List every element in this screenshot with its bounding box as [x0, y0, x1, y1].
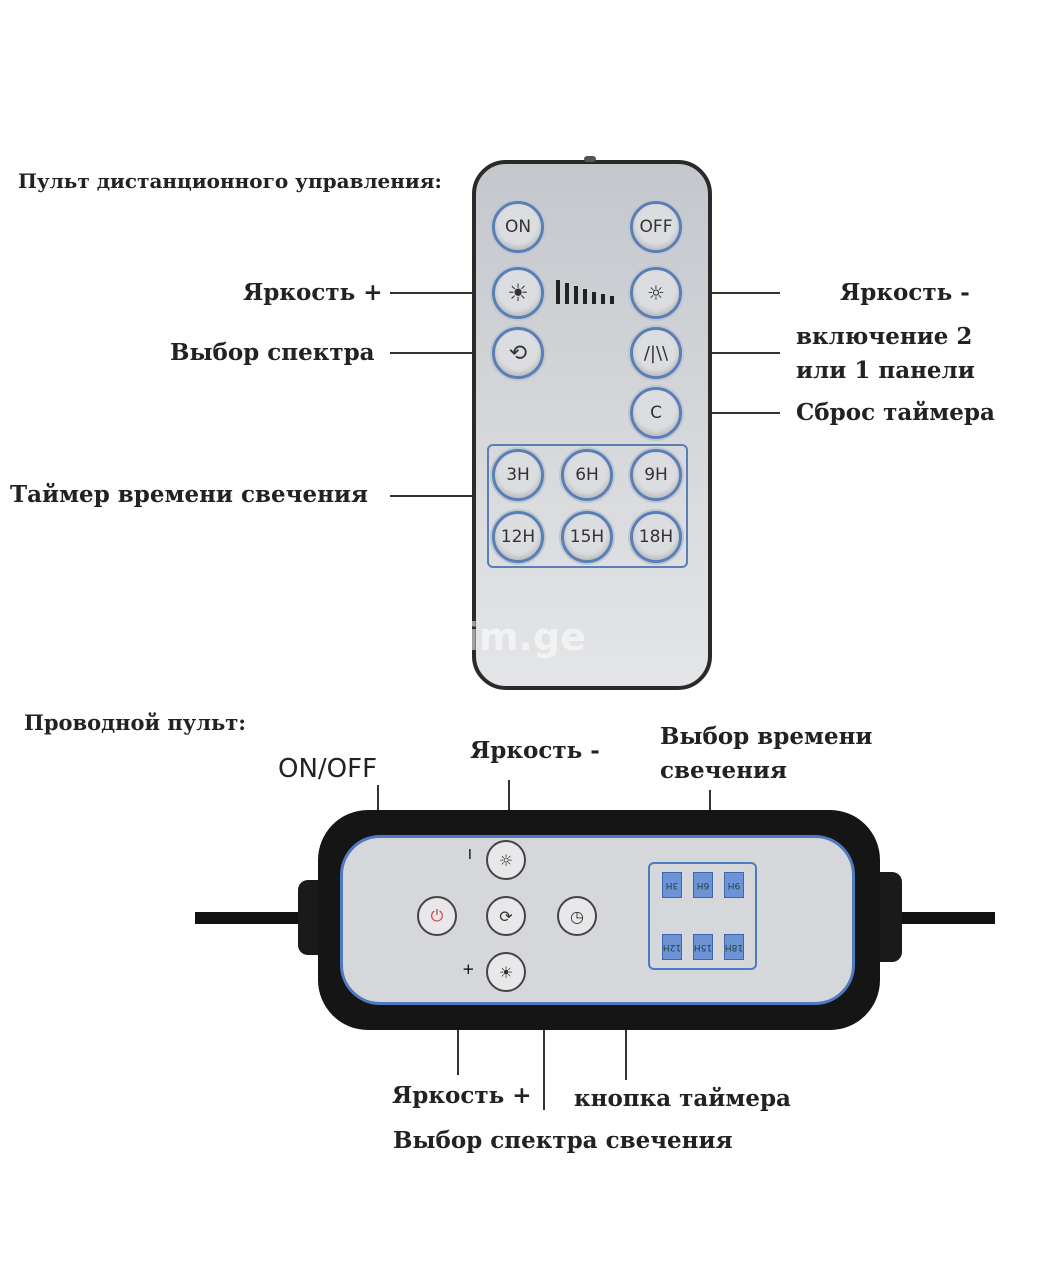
- brightness-down-button[interactable]: ☼: [630, 267, 682, 319]
- timer-indicator-panel: [648, 862, 757, 970]
- watermark: Unlim.ge: [395, 615, 586, 659]
- timer-18h-button[interactable]: 18H: [630, 511, 682, 563]
- timer-led-12h: 12H: [662, 934, 682, 960]
- label-wired-brightness-down: Яркость -: [470, 737, 600, 764]
- label-brightness-up: Яркость +: [243, 279, 383, 306]
- off-button[interactable]: OFF: [630, 201, 682, 253]
- label-wired-spectrum: Выбор спектра свечения: [393, 1127, 733, 1154]
- cable-left: [195, 912, 325, 924]
- label-brightness-down: Яркость -: [840, 279, 970, 306]
- timer-6h-button[interactable]: 6H: [561, 449, 613, 501]
- label-wired-brightness-up: Яркость +: [392, 1082, 532, 1109]
- label-time-select-line2: свечения: [660, 757, 787, 784]
- ir-emitter: [584, 156, 596, 162]
- remote-section-title: Пульт дистанционного управления:: [18, 169, 442, 193]
- timer-reset-button[interactable]: C: [630, 387, 682, 439]
- bulb-icon: ☀: [498, 962, 514, 982]
- cycle-arrows-icon: ⟳: [499, 906, 513, 926]
- cycle-arrows-icon: ⟲: [508, 340, 528, 366]
- timer-button-group: [487, 444, 688, 568]
- timer-led-15h: 15H: [693, 934, 713, 960]
- timer-button[interactable]: ◷: [557, 896, 597, 936]
- timer-led-3h: 3H: [662, 872, 682, 898]
- timer-9h-button[interactable]: 9H: [630, 449, 682, 501]
- power-button[interactable]: ⏻: [417, 896, 457, 936]
- timer-12h-button[interactable]: 12H: [492, 511, 544, 563]
- label-time-select-line1: Выбор времени: [660, 723, 873, 750]
- wired-brightness-down-button[interactable]: ☼: [486, 840, 526, 880]
- timer-led-6h: 6H: [693, 872, 713, 898]
- spectrum-button[interactable]: ⟲: [492, 327, 544, 379]
- brightness-bars-icon: [556, 280, 618, 304]
- timer-15h-button[interactable]: 15H: [561, 511, 613, 563]
- label-timer: Таймер времени свечения: [10, 481, 368, 508]
- timer-led-9h: 9H: [724, 872, 744, 898]
- timer-3h-button[interactable]: 3H: [492, 449, 544, 501]
- power-icon: ⏻: [430, 906, 444, 925]
- timer-led-18h: 18H: [724, 934, 744, 960]
- plus-mark: +: [462, 960, 475, 978]
- brightness-up-button[interactable]: ☀: [492, 267, 544, 319]
- wired-brightness-up-button[interactable]: ☀: [486, 952, 526, 992]
- label-on-off: ON/OFF: [278, 754, 378, 784]
- light-rays-icon: /|\\: [643, 342, 669, 364]
- label-panels-line1: включение 2: [796, 323, 973, 350]
- label-timer-reset: Сброс таймера: [796, 399, 995, 426]
- dim-sun-icon: ☼: [647, 281, 665, 305]
- label-spectrum: Выбор спектра: [170, 339, 375, 366]
- label-panels-line2: или 1 панели: [796, 357, 975, 384]
- panels-button[interactable]: /|\\: [630, 327, 682, 379]
- wired-spectrum-button[interactable]: ⟳: [486, 896, 526, 936]
- label-timer-button: кнопка таймера: [574, 1085, 791, 1112]
- sun-icon: ☀: [507, 279, 529, 307]
- bulb-icon: ☼: [498, 850, 514, 870]
- minus-mark: I: [468, 848, 472, 863]
- on-button[interactable]: ON: [492, 201, 544, 253]
- wired-section-title: Проводной пульт:: [24, 710, 247, 735]
- clock-icon: ◷: [570, 906, 584, 926]
